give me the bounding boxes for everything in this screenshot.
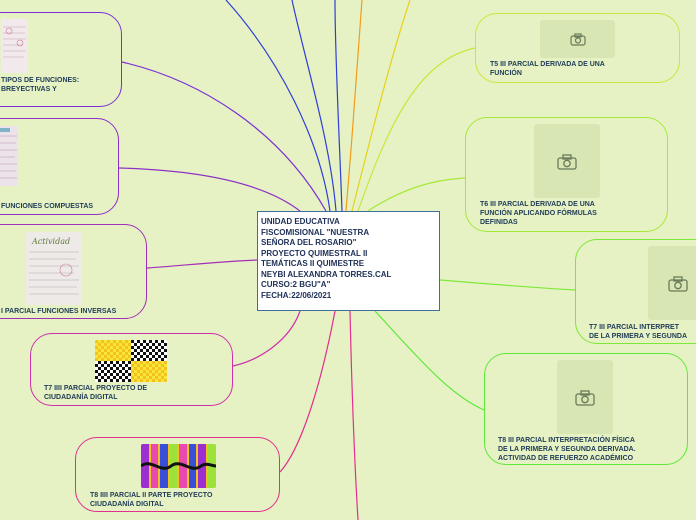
right-node-2[interactable]: T6 III PARCIAL DERIVADA DE UNA FUNCIÓN A… [465, 117, 668, 232]
right-node-2-label: T6 III PARCIAL DERIVADA DE UNA FUNCIÓN A… [480, 201, 597, 226]
connector-top-blue-1 [225, 0, 331, 212]
connector-left-5 [279, 310, 336, 473]
right-node-3-label: T7 III PARCIAL INTERPRET DE LA PRIMERA Y… [589, 324, 688, 340]
connector-left-1 [121, 61, 327, 212]
right-node-3[interactable]: T7 III PARCIAL INTERPRET DE LA PRIMERA Y… [575, 239, 696, 344]
camera-icon [570, 33, 586, 46]
right-node-1[interactable]: T5 III PARCIAL DERIVADA DE UNA FUNCIÓN [475, 13, 680, 83]
left-node-4-image [95, 340, 167, 382]
svg-text:Actividad: Actividad [31, 237, 70, 246]
colorful-pattern-image [141, 444, 216, 488]
right-node-4-image-placeholder [557, 360, 613, 434]
left-node-2[interactable]: FUNCIONES COMPUESTAS [0, 118, 119, 215]
left-node-3-image: Actividad [26, 232, 82, 305]
connector-top-blue-2 [291, 0, 337, 212]
left-node-1-image [1, 19, 28, 73]
central-topic[interactable]: UNIDAD EDUCATIVA FISCOMISIONAL "NUESTRA … [257, 211, 440, 311]
connector-left-2 [118, 167, 301, 212]
left-node-5[interactable]: T8 IIII PARCIAL II PARTE PROYECTO CIUDAD… [75, 437, 280, 512]
right-node-2-image-placeholder [534, 124, 600, 198]
left-node-1[interactable]: TIPOS DE FUNCIONES: BREYECTIVAS Y [0, 12, 122, 107]
connector-top-orange [345, 0, 363, 212]
left-node-3[interactable]: Actividad I PARCIAL FUNCIONES INVERSAS [0, 224, 147, 319]
left-node-2-image [0, 126, 18, 186]
camera-icon [557, 154, 577, 170]
left-node-4[interactable]: T7 IIII PARCIAL PROYECTO DE CIUDADANÍA D… [30, 333, 233, 406]
right-node-1-label: T5 III PARCIAL DERIVADA DE UNA FUNCIÓN [490, 61, 605, 77]
left-node-3-label: I PARCIAL FUNCIONES INVERSAS [1, 308, 117, 315]
notes-image-1 [1, 19, 28, 73]
right-node-3-image-placeholder [648, 246, 696, 320]
left-node-1-label: TIPOS DE FUNCIONES: BREYECTIVAS Y [1, 77, 80, 93]
left-node-4-label: T7 IIII PARCIAL PROYECTO DE CIUDADANÍA D… [44, 385, 148, 401]
left-node-2-label: FUNCIONES COMPUESTAS [1, 203, 94, 210]
left-node-5-label: T8 IIII PARCIAL II PARTE PROYECTO CIUDAD… [90, 492, 213, 508]
connector-right-2 [367, 177, 466, 212]
connector-right-3 [439, 279, 576, 291]
connector-bottom [349, 310, 359, 520]
right-node-1-image-placeholder [540, 20, 615, 58]
connector-right-4 [374, 310, 485, 411]
right-node-4[interactable]: T8 III PARCIAL INTERPRETACIÓN FÍSICA DE … [484, 353, 688, 465]
right-node-4-label: T8 III PARCIAL INTERPRETACIÓN FÍSICA DE … [498, 437, 636, 462]
notes-image-2 [0, 126, 18, 186]
connector-top-yellow [351, 0, 411, 212]
connector-top-blue-3 [334, 0, 343, 212]
camera-icon [575, 390, 595, 406]
connector-left-4 [232, 310, 301, 367]
left-node-5-image [141, 444, 216, 488]
central-topic-text: UNIDAD EDUCATIVA FISCOMISIONAL "NUESTRA … [261, 217, 392, 300]
camera-icon [668, 276, 688, 292]
checker-image [95, 340, 167, 382]
connector-right-1 [357, 47, 476, 212]
connector-left-3 [146, 259, 258, 269]
notes-image-3: Actividad [26, 232, 82, 305]
